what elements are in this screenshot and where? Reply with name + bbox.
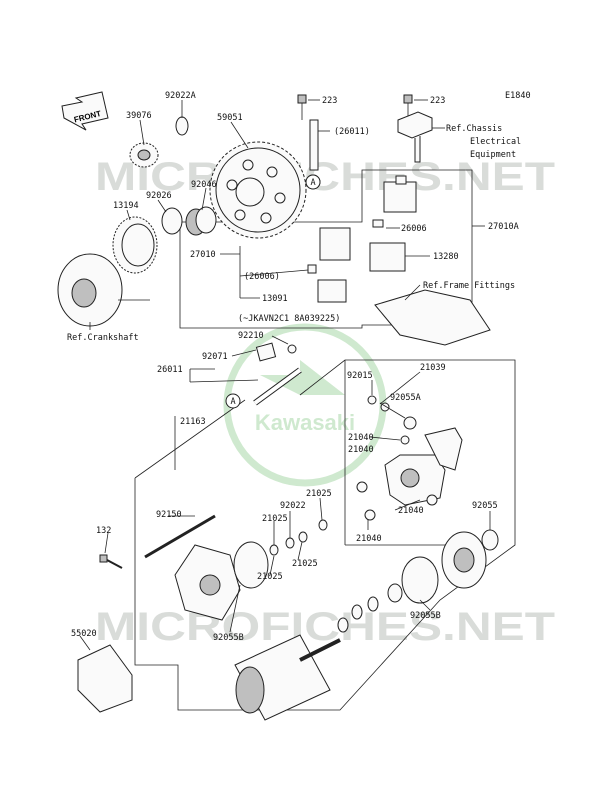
watermark-kawasaki-text: Kawasaki [255,410,355,435]
circle-marker-a-top: A [305,174,321,190]
relay-cover-13280 [369,242,406,272]
part-92150: 92150 [156,510,182,520]
part-13091: 13091 [262,294,288,304]
part-26011-paren: (26011) [334,127,370,137]
part-21039: 21039 [420,363,446,373]
circle-marker-a-left: A [225,393,241,409]
bolt-132 [99,554,123,569]
o-ring-92055 [481,529,499,551]
chassis-bracket [397,111,433,163]
part-92046: 92046 [191,180,217,190]
serial-note: (~JKAVN2C1 8A039225) [238,314,340,324]
front-end-cover [441,531,487,589]
part-21040-a: 21040 [348,433,374,443]
starter-relay-27010 [307,227,351,303]
part-21025-b: 21025 [262,514,288,524]
part-21040-c: 21040 [398,506,424,516]
part-39076: 39076 [126,111,152,121]
yoke-55020 [77,644,133,713]
part-21025-c: 21025 [292,559,318,569]
part-92055B-left: 92055B [213,633,244,643]
part-55020: 55020 [71,629,97,639]
ref-chassis-line2: Electrical [470,137,521,147]
front-arrow-icon: FRONT [61,91,109,131]
spring-21040-a [400,435,410,445]
front-cover-washers [337,583,403,633]
one-way-clutch [112,216,158,274]
part-13194: 13194 [113,201,139,211]
brush-holder [384,454,446,506]
part-92022: 92022 [280,501,306,511]
starter-clutch-gear [209,141,307,239]
shim-washers [269,519,328,556]
part-92055A: 92055A [390,393,421,403]
armature [234,634,341,721]
part-13280: 13280 [433,252,459,262]
circle-marker-a-top-label: A [310,178,315,188]
relay-cap-26006 [372,219,384,228]
frame-fittings-bracket [374,289,491,346]
part-59051: 59051 [217,113,243,123]
part-21025-d: 21025 [257,572,283,582]
through-bolt-92150 [144,514,216,559]
ref-chassis-line3: Equipment [470,150,516,160]
part-92055: 92055 [472,501,498,511]
part-92071: 92071 [202,352,228,362]
watermark-top: MICROFICHES.NET [95,155,555,199]
washer-92015 [367,395,377,405]
part-26006: 26006 [401,224,427,234]
spring-21040-d [364,509,376,521]
part-27010A: 27010A [488,222,519,232]
washer-92026 [161,207,183,235]
part-21163: 21163 [180,417,206,427]
part-92026: 92026 [146,191,172,201]
brush-plate-21039 [424,427,463,471]
part-92015: 92015 [347,371,373,381]
part-21040-d: 21040 [356,534,382,544]
part-26006-paren: (26006) [244,272,280,282]
part-132: 132 [96,526,111,536]
o-ring-92055A [403,416,417,430]
washer-92022A [175,116,189,136]
starter-cable [253,342,302,406]
part-26011: 26011 [157,365,183,375]
ref-frame-fittings: Ref.Frame Fittings [423,281,515,291]
leader-lines [79,99,491,651]
watermark-kawasaki-logo: Kawasaki [223,323,387,487]
o-ring-92055B-right [401,556,439,604]
spring-21040-c [426,494,438,506]
part-21040-b: 21040 [348,445,374,455]
watermark-bottom: MICROFICHES.NET [95,605,555,649]
part-223-left: 223 [322,96,337,106]
ref-crankshaft: Ref.Crankshaft [67,333,139,343]
part-92210: 92210 [238,331,264,341]
part-92055B-right: 92055B [410,611,441,621]
part-27010: 27010 [190,250,216,260]
part-92022A: 92022A [165,91,196,101]
circle-marker-a-left-label: A [230,397,235,407]
bolt-223-left [297,94,307,120]
spring-21040-b [356,481,368,493]
diagram-code: E1840 [505,91,531,101]
needle-bearing [185,206,217,236]
idler-gear [129,142,159,168]
rear-end-cover [174,544,241,621]
crankshaft-rotor [57,253,150,327]
part-21025-a: 21025 [306,489,332,499]
ref-chassis-line1: Ref.Chassis [446,124,502,134]
o-ring-92055B-left [233,541,269,589]
starter-relay-27010A [383,175,417,213]
starter-assembly-outline [134,359,516,711]
part-223-right: 223 [430,96,445,106]
